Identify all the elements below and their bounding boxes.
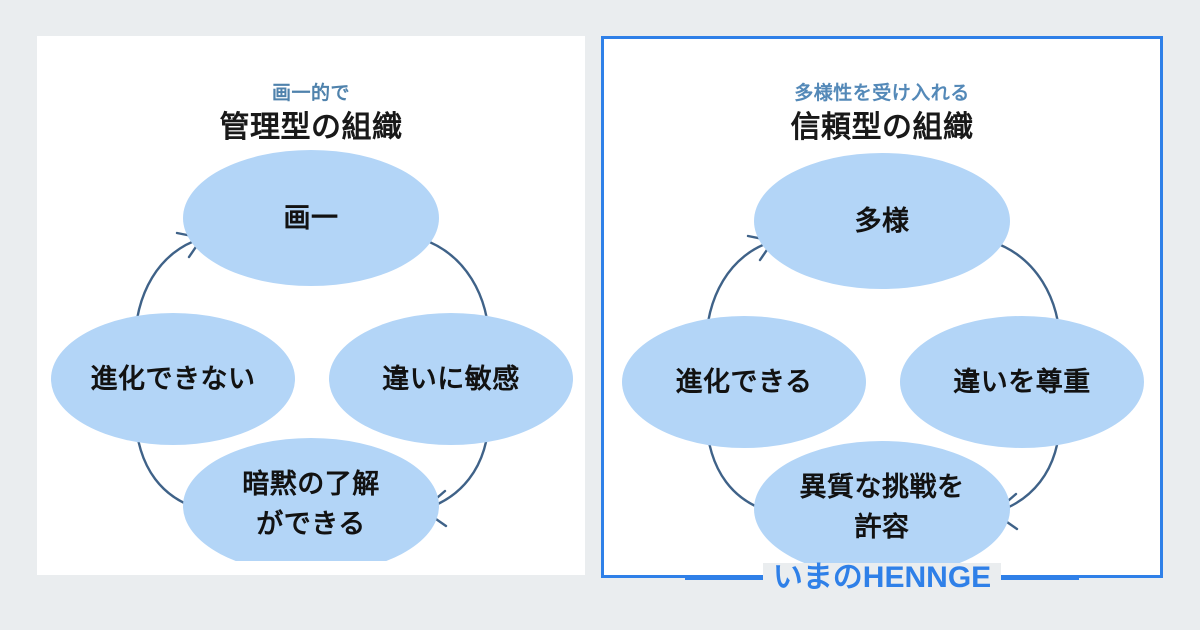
cycle-diagram-right: 多様 進化できる 違いを尊重 異質な挑戦を 許容 — [604, 144, 1160, 564]
cycle-diagram-left: 画一 進化できない 違いに敏感 暗黙の了解 ができる — [37, 141, 585, 561]
panel-right-heading: 多様性を受け入れる 信頼型の組織 — [604, 82, 1160, 148]
panel-left-heading: 画一的で 管理型の組織 — [37, 82, 585, 148]
node-right-right-panel-label: 違いを尊重 — [953, 367, 1091, 397]
node-bottom-left-panel: 暗黙の了解 ができる — [183, 438, 439, 561]
node-left-right-panel-label: 進化できる — [676, 367, 813, 397]
panel-right-title: 信頼型の組織 — [790, 110, 974, 144]
node-right-left-panel: 違いに敏感 — [329, 313, 573, 445]
node-top-right-panel-label: 多様 — [855, 206, 910, 236]
node-bottom-right-panel-label-line1: 異質な挑戦を — [800, 472, 965, 502]
node-top-left-panel: 画一 — [183, 150, 439, 286]
node-top-right-panel: 多様 — [754, 153, 1010, 289]
node-left-right-panel: 進化できる — [622, 316, 866, 448]
node-right-right-panel: 違いを尊重 — [900, 316, 1144, 448]
node-top-left-panel-label: 画一 — [284, 203, 339, 233]
panel-right-subtitle: 多様性を受け入れる — [794, 83, 970, 104]
node-bottom-right-panel-label-line2: 許容 — [855, 511, 910, 542]
panel-management-type: 画一的で 管理型の組織 — [37, 36, 585, 575]
node-left-left-panel-label: 進化できない — [91, 364, 256, 394]
node-bottom-left-panel-label-line2: ができる — [256, 508, 365, 539]
node-bottom-right-panel: 異質な挑戦を 許容 — [754, 441, 1010, 564]
node-bottom-left-panel-label-line1: 暗黙の了解 — [242, 469, 380, 499]
node-right-left-panel-label: 違いに敏感 — [382, 363, 520, 394]
panel-left-subtitle: 画一的で — [271, 83, 350, 104]
panel-trust-type: 多様性を受け入れる 信頼型の組織 — [601, 36, 1163, 578]
node-left-left-panel: 進化できない — [51, 313, 295, 445]
